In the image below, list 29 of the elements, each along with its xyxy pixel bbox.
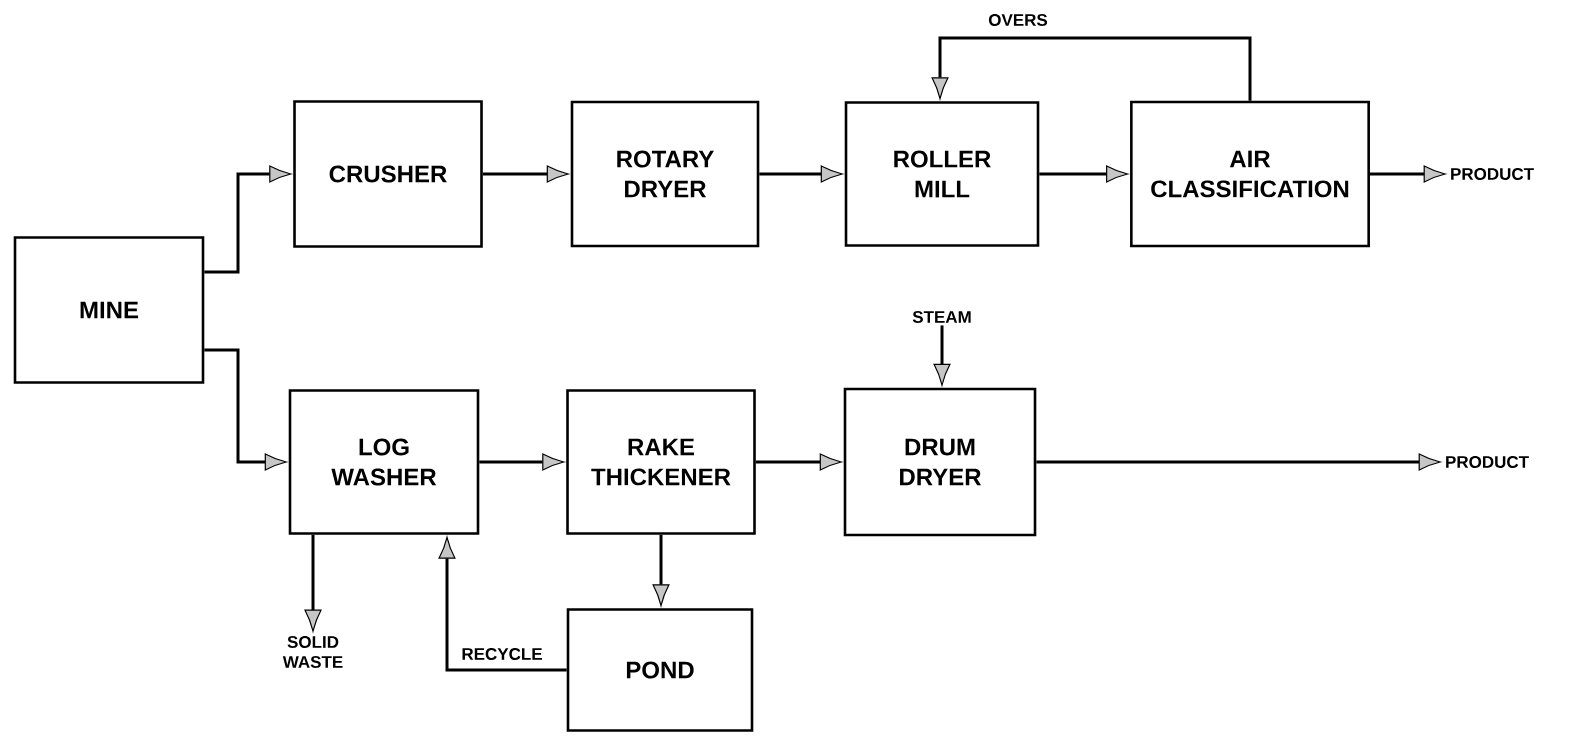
arrow (933, 325, 951, 386)
output-label: PRODUCT (1451, 168, 1534, 180)
edge-label: RECYCLE (459, 646, 545, 662)
output-label: PRODUCT (1446, 456, 1529, 468)
arrow (1036, 453, 1441, 471)
arrow (204, 165, 292, 274)
arrow (482, 165, 569, 183)
process-box: RAKE THICKENER (566, 389, 756, 535)
arrow (1039, 165, 1129, 183)
arrow (304, 534, 322, 632)
process-box: DRUM DRYER (843, 387, 1037, 537)
arrow (759, 165, 843, 183)
process-box: ROLLER MILL (844, 101, 1040, 247)
edge-label: OVERS (986, 11, 1050, 28)
process-box: AIR CLASSIFICATION (1130, 100, 1370, 248)
input-label: STEAM (912, 311, 971, 323)
arrow (755, 453, 842, 471)
arrow (931, 36, 1252, 101)
arrow (652, 534, 670, 607)
process-box: ROTARY DRYER (570, 100, 760, 248)
process-box: MINE (13, 236, 205, 384)
arrow (1370, 165, 1446, 183)
arrow (438, 536, 567, 672)
process-box: LOG WASHER (288, 389, 480, 535)
process-box: CRUSHER (293, 100, 483, 248)
arrow (204, 348, 287, 471)
output-label: SOLID WASTE (282, 636, 343, 668)
arrow (479, 453, 565, 471)
process-box: POND (566, 608, 754, 732)
